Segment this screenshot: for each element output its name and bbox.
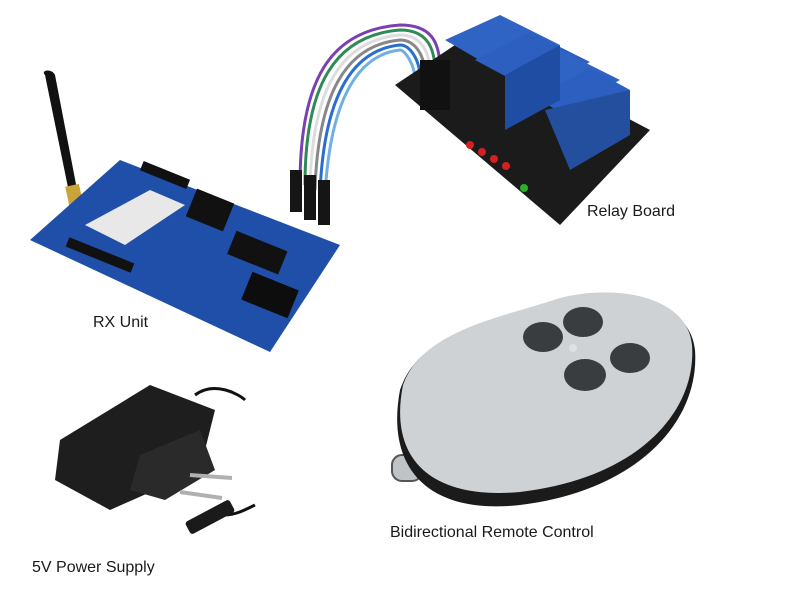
rx-unit bbox=[30, 70, 340, 352]
relay-board bbox=[395, 15, 650, 225]
power-supply bbox=[55, 385, 256, 534]
remote-control-label: Bidirectional Remote Control bbox=[390, 524, 594, 541]
jumper-wires bbox=[298, 23, 442, 196]
rx-unit-label: RX Unit bbox=[93, 314, 149, 331]
relay-board-label: Relay Board bbox=[587, 203, 676, 220]
wire-connectors bbox=[290, 170, 330, 225]
power-supply-label: 5V Power Supply bbox=[32, 559, 155, 576]
remote-control bbox=[391, 292, 696, 507]
